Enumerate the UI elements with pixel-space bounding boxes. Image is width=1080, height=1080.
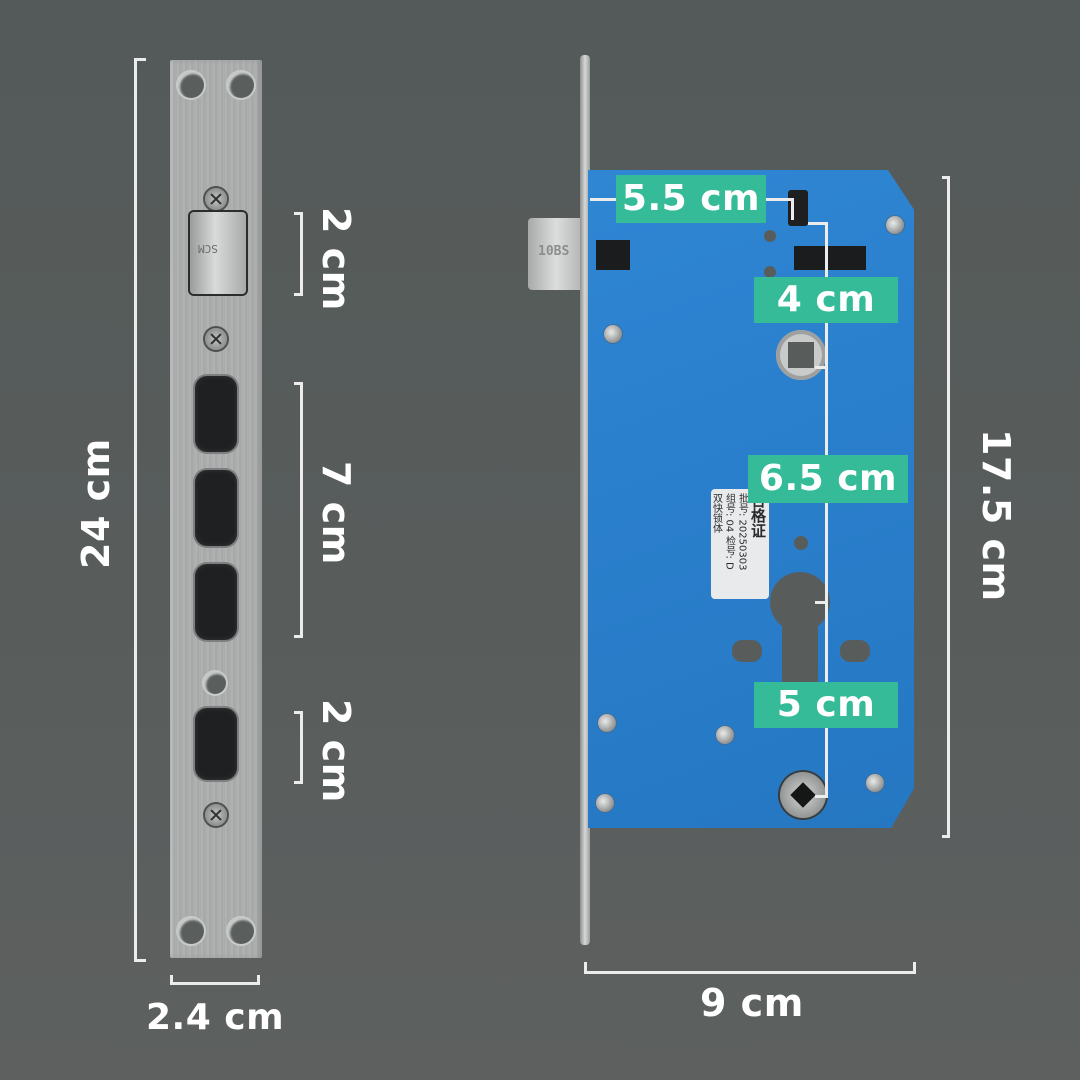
backset-line [590, 198, 620, 201]
deadbolt-slot [195, 470, 237, 546]
cert-batch: 批号: 20250303 [736, 493, 748, 571]
deadbolt-span-label: 7 cm [314, 461, 358, 565]
cert-group: 组号: 04 检号: D [723, 493, 735, 570]
faceplate-width-label: 2.4 cm [146, 997, 285, 1038]
mounting-hole [228, 72, 254, 98]
rivet-icon [596, 794, 614, 812]
cylinder-hole-stem [782, 600, 818, 692]
body-height-label: 17.5 cm [974, 429, 1018, 602]
rivet-icon [598, 714, 616, 732]
small-hole [794, 536, 808, 550]
lower-bolt-slot [195, 708, 237, 780]
lock-faceplate [580, 55, 590, 945]
backset-tick [791, 198, 794, 220]
rivet-icon [886, 216, 904, 234]
mounting-hole [228, 918, 254, 944]
deadbolt-slot [195, 564, 237, 640]
deadbolt-opening [596, 240, 630, 270]
backset-badge: 5.5 cm [616, 175, 766, 223]
deadbolt-slot [195, 376, 237, 452]
slide-opening [794, 246, 866, 270]
rivet-icon [866, 774, 884, 792]
cert-title: 合格证 [749, 493, 767, 538]
oval-hole [840, 640, 870, 662]
latch-height-label: 2 cm [314, 207, 358, 311]
center-distance-line [825, 222, 828, 798]
faceplate-latch: SCM [190, 212, 246, 294]
latch-bolt: 10BS [528, 218, 584, 290]
cert-type: 双快锁体 [710, 493, 722, 533]
backset-line [764, 198, 794, 201]
certificate-label: 合格证 批号: 20250303 组号: 04 检号: D 双快锁体 [711, 489, 769, 599]
small-hole [204, 672, 226, 694]
latch-bolt-marking: 10BS [538, 244, 570, 259]
latch-to-spindle-badge: 4 cm [754, 277, 898, 323]
tick [815, 366, 828, 369]
mounting-hole [178, 918, 204, 944]
screw-icon [205, 188, 227, 210]
small-hole [764, 266, 776, 278]
body-width-label: 9 cm [700, 981, 804, 1025]
spindle-to-cylinder-badge: 6.5 cm [748, 455, 908, 503]
screw-icon [205, 804, 227, 826]
rivet-icon [604, 325, 622, 343]
faceplate [170, 60, 262, 958]
tick [815, 795, 828, 798]
latch-marking: SCM [198, 242, 218, 255]
small-hole [764, 230, 776, 242]
oval-hole [732, 640, 762, 662]
tick [815, 601, 828, 604]
mounting-hole [178, 72, 204, 98]
rivet-icon [716, 726, 734, 744]
screw-icon [205, 328, 227, 350]
faceplate-height-label: 24 cm [74, 438, 118, 569]
spindle-hub [776, 330, 826, 380]
tick [808, 222, 828, 225]
lower-bolt-height-label: 2 cm [314, 699, 358, 803]
cylinder-to-bottom-badge: 5 cm [754, 682, 898, 728]
